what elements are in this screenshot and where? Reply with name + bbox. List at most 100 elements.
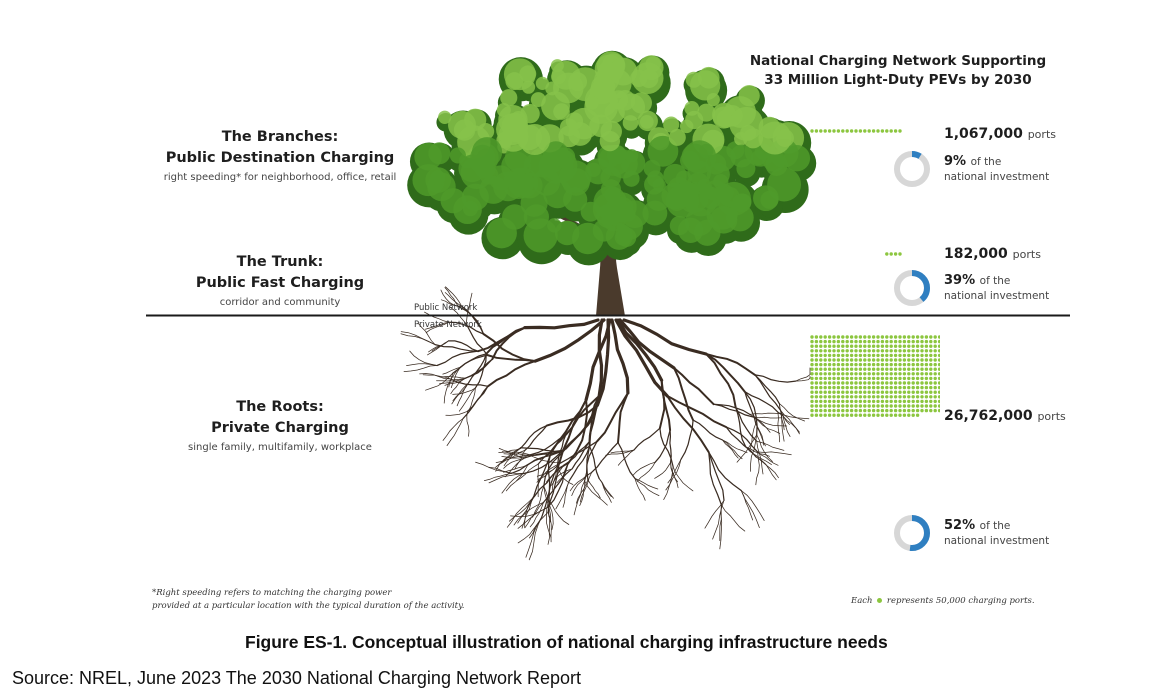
- header-line-1: National Charging Network Supporting: [749, 53, 1047, 69]
- port-dot: [841, 358, 845, 362]
- investment-percent: 9%: [944, 154, 967, 169]
- port-dot: [832, 362, 836, 367]
- root: [466, 385, 489, 412]
- port-dot: [827, 399, 832, 404]
- root: [633, 427, 661, 451]
- port-dot: [902, 339, 907, 344]
- root: [465, 292, 473, 325]
- port-dot: [937, 390, 940, 394]
- foliage-highlight: [453, 195, 482, 225]
- port-dot: [902, 413, 907, 417]
- root: [503, 457, 526, 469]
- root: [467, 353, 487, 384]
- root: [447, 340, 479, 352]
- root: [740, 490, 765, 521]
- port-dot: [845, 358, 849, 362]
- port-dot: [889, 372, 893, 376]
- port-dot: [832, 344, 836, 348]
- port-dot: [933, 404, 937, 408]
- port-dot: [929, 335, 933, 339]
- tier-title-1: The Branches:: [221, 129, 339, 145]
- root: [464, 358, 494, 379]
- port-dot: [924, 344, 929, 348]
- port-dot: [814, 362, 819, 367]
- port-dot: [845, 408, 849, 413]
- port-dot: [827, 408, 832, 413]
- port-dot: [924, 362, 929, 367]
- port-dot: [920, 381, 924, 385]
- port-dot: [880, 381, 885, 385]
- port-dot: [814, 353, 819, 358]
- port-dot: [832, 385, 836, 390]
- root: [504, 457, 526, 478]
- port-dot: [924, 376, 929, 381]
- port-dot: [814, 129, 819, 133]
- root: [584, 480, 608, 506]
- port-dot: [920, 335, 924, 339]
- root: [754, 374, 780, 405]
- port-dot: [889, 353, 893, 358]
- root: [501, 473, 525, 494]
- root: [583, 440, 598, 482]
- port-dot: [911, 358, 915, 362]
- port-dot: [819, 408, 823, 413]
- port-dot: [823, 344, 827, 348]
- port-dot: [867, 390, 871, 394]
- ports-unit: ports: [1012, 248, 1041, 261]
- root: [667, 459, 682, 484]
- port-dot: [937, 399, 940, 404]
- port-dot: [898, 408, 902, 413]
- foliage-highlight: [523, 218, 558, 253]
- port-dot: [929, 349, 933, 353]
- port-dot: [849, 395, 854, 399]
- foliage-highlight: [709, 206, 738, 234]
- donut-segment: [894, 515, 930, 551]
- foliage-highlight: [502, 204, 528, 230]
- port-dot: [929, 339, 933, 344]
- port-dot: [832, 390, 836, 394]
- port-dot: [849, 385, 854, 390]
- port-dot: [819, 344, 823, 348]
- port-dot: [849, 372, 854, 376]
- root: [444, 378, 466, 386]
- port-dot: [819, 335, 823, 339]
- port-dot: [810, 335, 814, 339]
- port-dot: [876, 413, 880, 417]
- port-dot: [823, 385, 827, 390]
- root: [673, 366, 695, 422]
- port-dot: [814, 344, 819, 348]
- port-dot: [823, 372, 827, 376]
- root: [562, 480, 570, 508]
- port-dot: [863, 399, 867, 404]
- root: [708, 451, 742, 492]
- root: [736, 434, 758, 463]
- port-dot: [907, 362, 911, 367]
- port-dot: [915, 376, 920, 381]
- port-dot: [863, 413, 867, 417]
- port-dot: [871, 129, 876, 133]
- port-dot: [823, 395, 827, 399]
- root: [755, 456, 779, 479]
- root: [400, 331, 436, 345]
- port-dot: [854, 335, 858, 339]
- port-dot: [832, 339, 836, 344]
- port-dot: [819, 358, 823, 362]
- root: [516, 463, 539, 482]
- port-dot: [889, 358, 893, 362]
- root: [610, 318, 630, 395]
- foliage-highlight: [520, 189, 548, 217]
- port-dot: [819, 413, 823, 417]
- root: [673, 366, 715, 406]
- root: [588, 445, 600, 480]
- port-dot: [827, 349, 832, 353]
- foliage-highlight: [562, 168, 590, 196]
- foliage-highlight: [428, 142, 451, 165]
- foliage-highlight: [438, 110, 452, 124]
- port-dot: [841, 390, 845, 394]
- port-dot: [863, 367, 867, 371]
- root: [444, 292, 463, 307]
- port-dot: [867, 381, 871, 385]
- port-dot: [819, 129, 823, 133]
- port-dot: [898, 129, 902, 133]
- root: [486, 354, 537, 363]
